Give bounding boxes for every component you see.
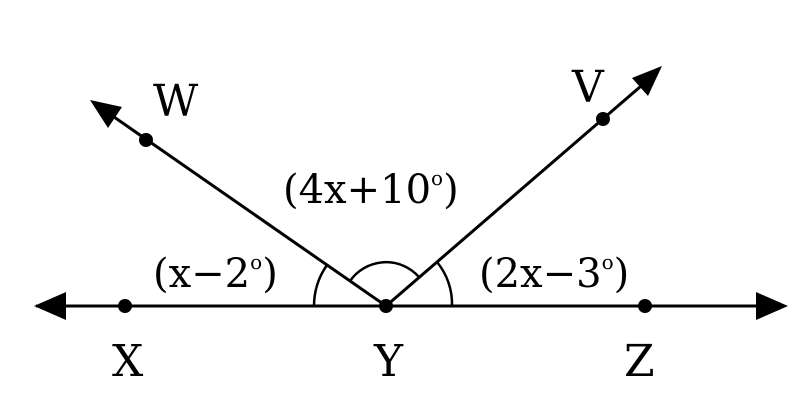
label-x: X bbox=[112, 336, 144, 387]
angle-label-left-expr: x−2 bbox=[168, 251, 251, 297]
angle-label-left-degree: o bbox=[250, 250, 263, 274]
label-w: W bbox=[153, 76, 199, 127]
angle-label-right-close: ) bbox=[613, 251, 630, 297]
angle-label-right-expr: 2x−3 bbox=[494, 251, 602, 297]
label-z: Z bbox=[624, 336, 655, 387]
w-arrowhead bbox=[90, 100, 122, 128]
point-v bbox=[596, 112, 610, 126]
point-x bbox=[118, 299, 132, 313]
point-y bbox=[379, 299, 393, 313]
angle-label-left: (x−2o) bbox=[153, 252, 278, 294]
label-y: Y bbox=[374, 336, 404, 387]
arc-angle-wyv bbox=[348, 260, 420, 282]
v-arrowhead bbox=[632, 66, 662, 96]
angle-label-right-open: ( bbox=[479, 251, 495, 297]
arc-angle-xyw bbox=[312, 264, 329, 307]
angle-label-left-close: ) bbox=[262, 251, 278, 297]
angle-label-right-degree: o bbox=[601, 250, 614, 274]
angle-label-top: (4x+10o) bbox=[283, 168, 459, 210]
angle-label-top-degree: o bbox=[431, 166, 444, 190]
point-w bbox=[139, 133, 153, 147]
left-arrowhead bbox=[34, 292, 66, 320]
angle-label-left-open: ( bbox=[153, 251, 169, 297]
right-arrowhead bbox=[756, 292, 788, 320]
arc-angle-vyz bbox=[436, 261, 454, 307]
label-v: V bbox=[572, 62, 604, 113]
angle-label-top-expr: 4x+10 bbox=[298, 167, 432, 213]
angle-label-top-close: ) bbox=[443, 167, 459, 213]
point-z bbox=[638, 299, 652, 313]
angle-label-right: (2x−3o) bbox=[479, 252, 629, 294]
angle-label-top-open: ( bbox=[283, 167, 299, 213]
